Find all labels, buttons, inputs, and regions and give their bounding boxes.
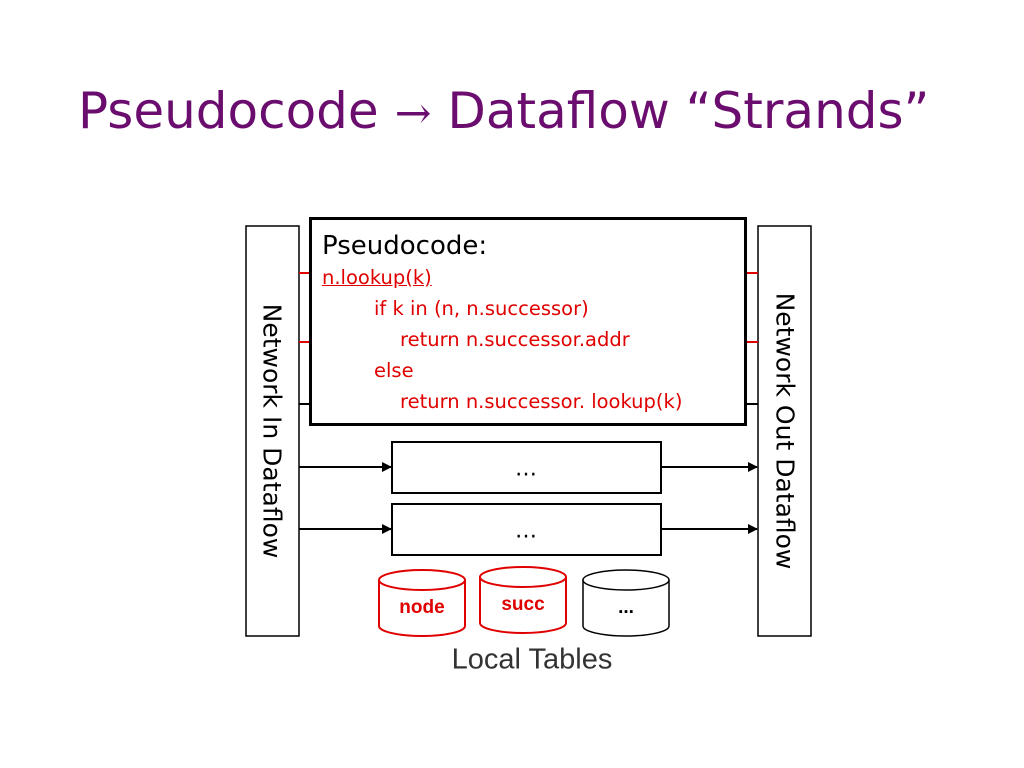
network-in-label: Network In Dataflow [257, 303, 287, 559]
table-node-cylinder [378, 569, 466, 637]
strand-label: … [515, 518, 537, 544]
table-succ-label: succ [501, 594, 545, 615]
code-line: if k in (n, n.successor) [374, 297, 589, 320]
strand-label: … [515, 456, 537, 482]
code-line: n.lookup(k) [322, 266, 432, 289]
code-line: else [374, 359, 414, 382]
code-line: return n.successor. lookup(k) [400, 390, 683, 413]
table-other-label: ... [618, 597, 634, 618]
pseudocode-box: Pseudocode: n.lookup(k) if k in (n, n.su… [309, 217, 747, 426]
table-node-label: node [399, 597, 445, 618]
code-line: return n.successor.addr [400, 328, 630, 351]
network-in-panel [245, 225, 300, 637]
table-succ-cylinder [479, 566, 567, 634]
right-arrow-icon: → [394, 88, 432, 139]
title-right: Dataflow “Strands” [447, 82, 930, 140]
local-tables-label: Local Tables [451, 643, 613, 676]
network-out-label: Network Out Dataflow [770, 292, 800, 570]
title-left: Pseudocode [78, 82, 379, 140]
network-out-panel [757, 225, 812, 637]
table-other-cylinder [582, 569, 670, 637]
slide-title: Pseudocode → Dataflow “Strands” [78, 82, 929, 140]
strand-box [391, 503, 662, 556]
strand-box [391, 441, 662, 494]
pseudocode-heading: Pseudocode: [322, 231, 488, 261]
